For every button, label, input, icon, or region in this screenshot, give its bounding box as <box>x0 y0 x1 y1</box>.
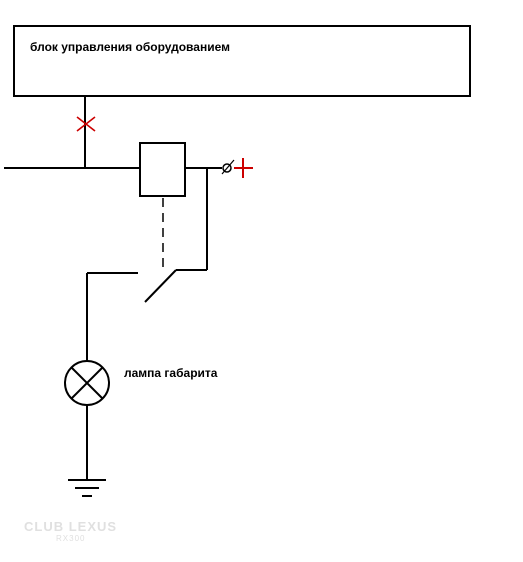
lamp-icon <box>64 360 110 406</box>
watermark-subtitle: RX300 <box>56 534 86 543</box>
switch-contact <box>144 269 177 303</box>
control-unit-box <box>13 25 471 97</box>
ground-icon <box>68 479 106 497</box>
relay-coil-box <box>139 142 186 197</box>
lamp-label: лампа габарита <box>124 366 218 380</box>
control-unit-label: блок управления оборудованием <box>30 40 230 54</box>
watermark-title: CLUB LEXUS <box>24 519 118 534</box>
cut-mark-icon <box>76 116 96 132</box>
plus-icon <box>234 158 253 178</box>
terminal-icon <box>221 159 235 175</box>
